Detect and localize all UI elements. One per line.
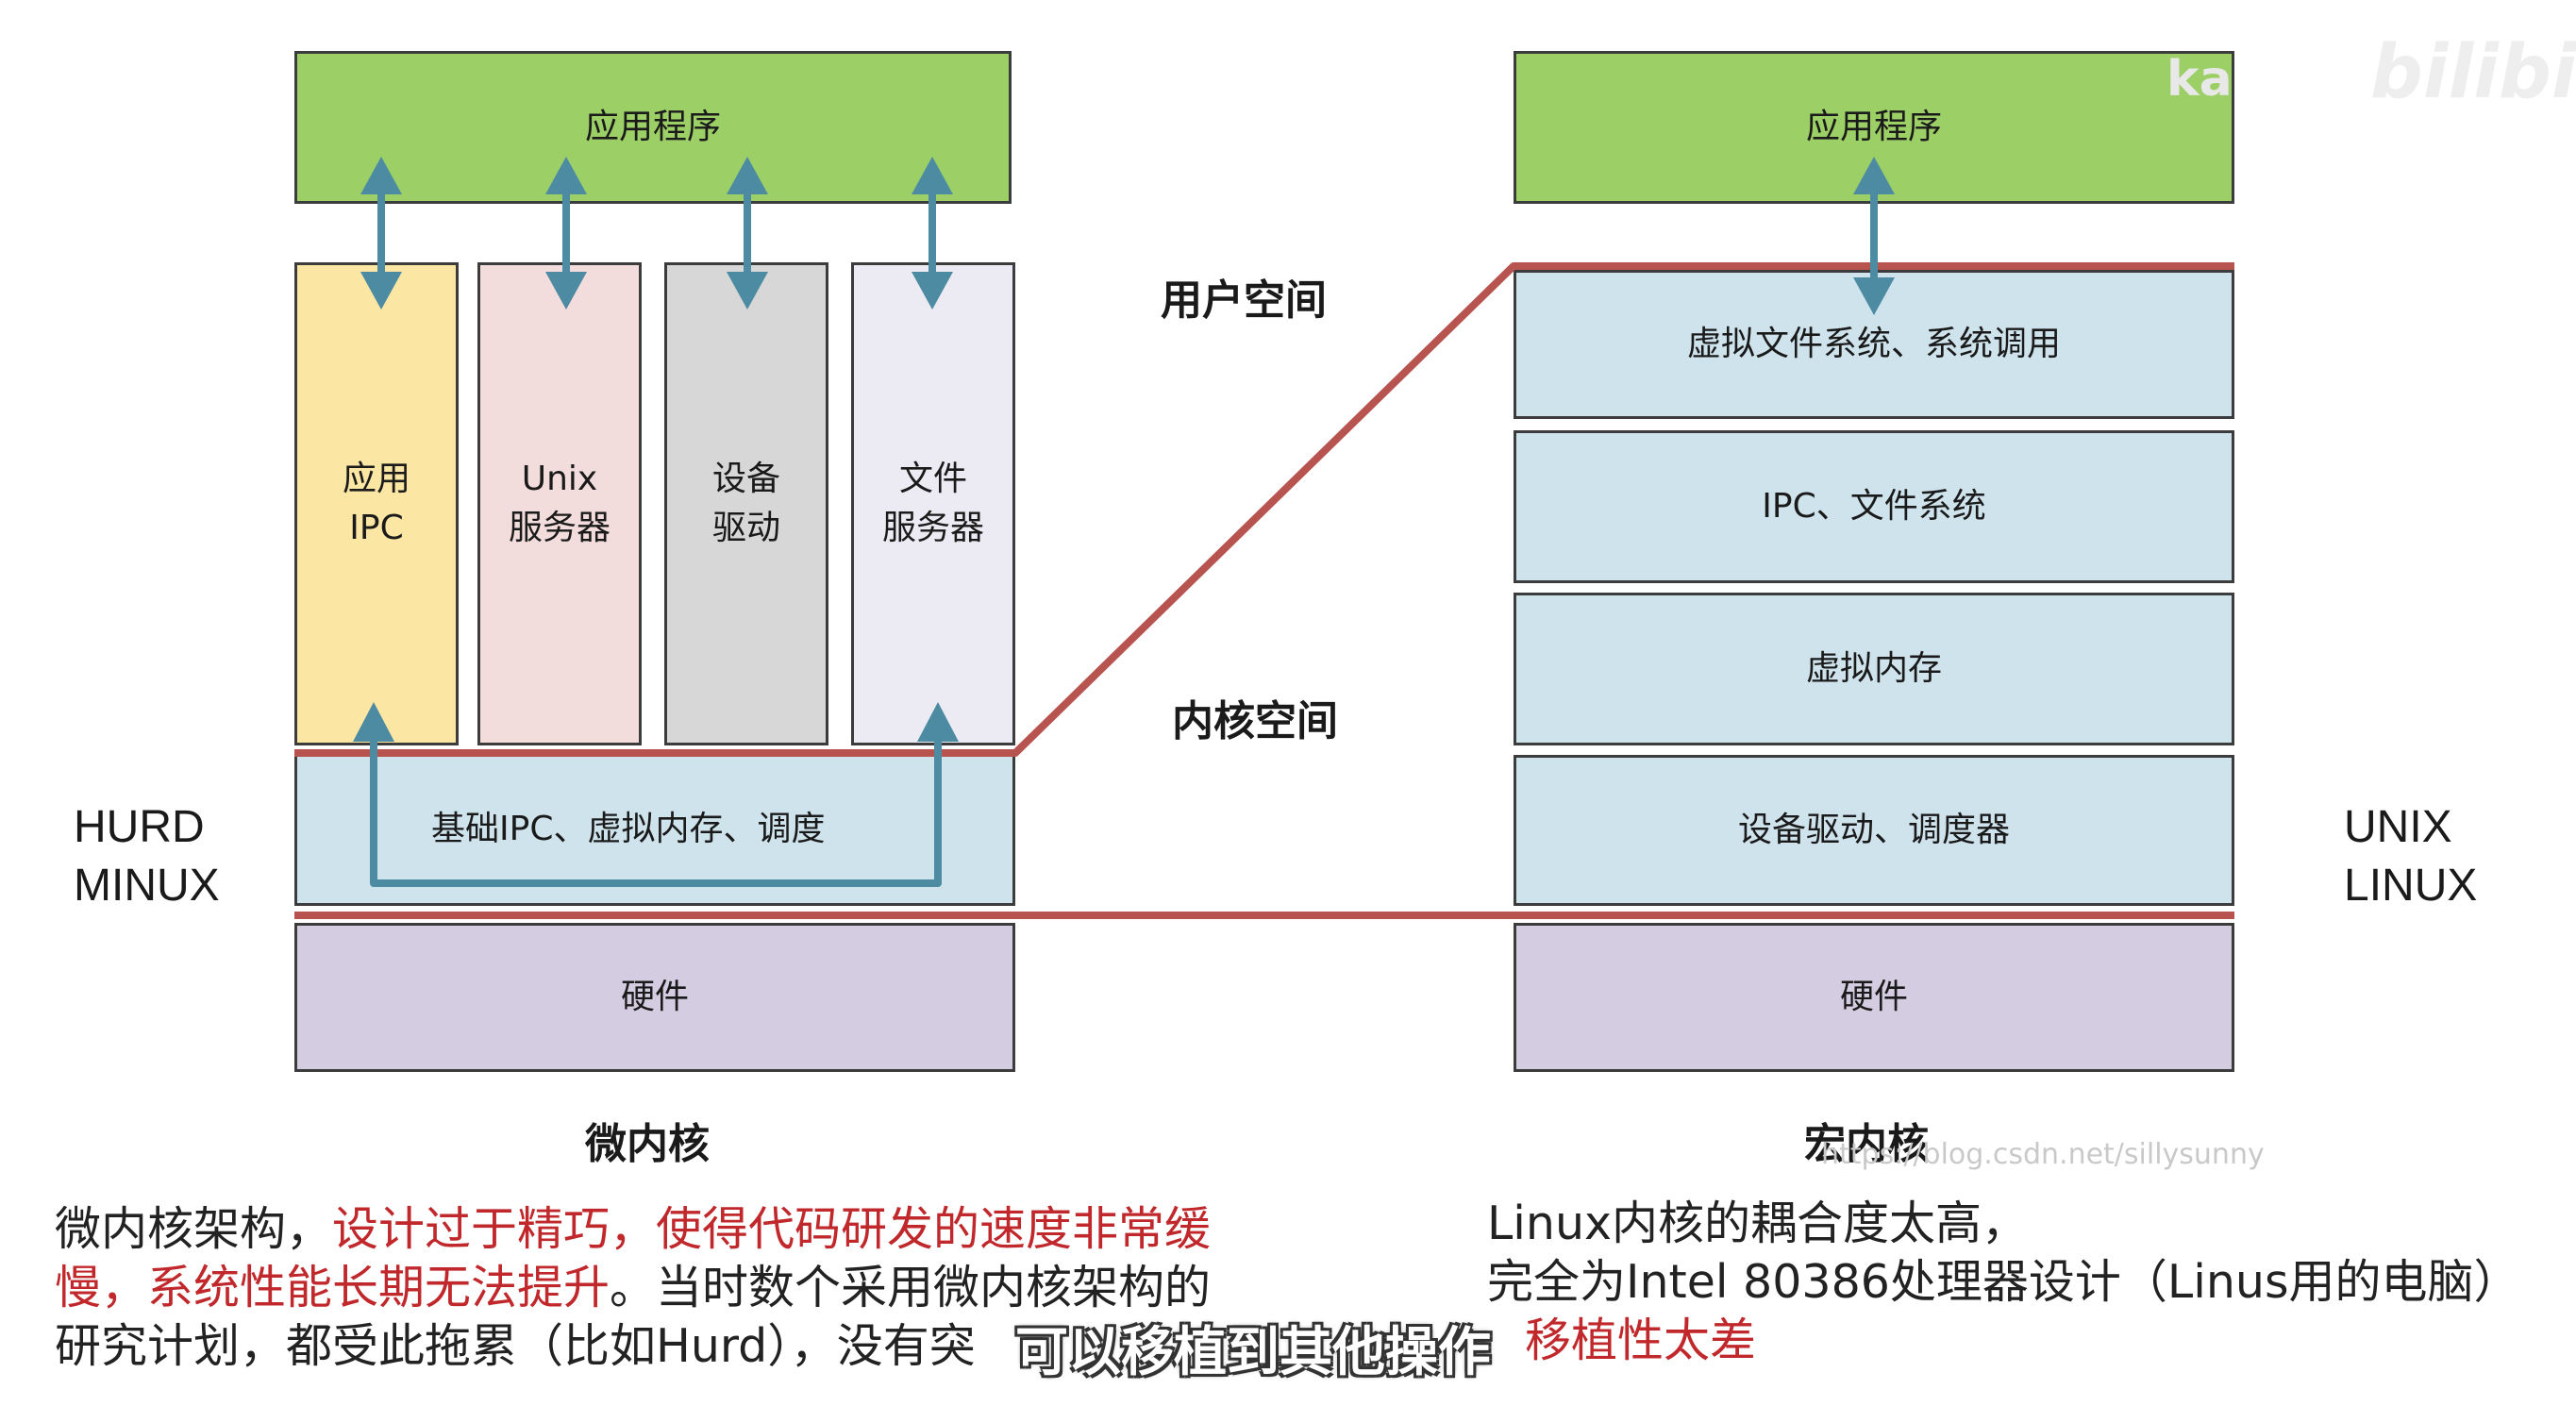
desc-highlight: 设计过于精巧，使得代码研发的速度非常缓 bbox=[332, 1202, 1212, 1256]
micro-kernel-label: 基础IPC、虚拟内存、调度 bbox=[431, 809, 826, 848]
layer-label: IPC、文件系统 bbox=[1762, 486, 1986, 526]
server-line: 服务器 bbox=[881, 509, 984, 547]
csdn-watermark: https://blog.csdn.net/sillysunny bbox=[1821, 1138, 2265, 1171]
user-space-label: 用户空间 bbox=[1161, 276, 1327, 325]
server-line: 服务器 bbox=[508, 509, 611, 547]
desc-part: 研究计划，都受此拖累（比如Hurd），没有突 bbox=[55, 1319, 976, 1373]
kernel-space-label: 内核空间 bbox=[1172, 697, 1338, 745]
macro-hardware-box: 硬件 bbox=[1514, 923, 2234, 1072]
micro-os-list: HURD MINUX bbox=[74, 798, 220, 915]
os-name: MINUX bbox=[74, 861, 220, 911]
macro-hardware-label: 硬件 bbox=[1839, 977, 1908, 1016]
os-name: LINUX bbox=[2344, 861, 2478, 911]
app-server-arrow bbox=[545, 157, 587, 310]
server-line: 驱动 bbox=[711, 509, 780, 547]
server-line: 文件 bbox=[898, 459, 967, 498]
corner-watermark: ka bbox=[2166, 51, 2233, 108]
server-line: 应用 bbox=[342, 459, 410, 498]
microkernel-description: 微内核架构，设计过于精巧，使得代码研发的速度非常缓 慢，系统性能长期无法提升。当… bbox=[55, 1200, 1347, 1376]
desc-line: Linux内核的耦合度太高， bbox=[1487, 1197, 2029, 1250]
micro-app-box: 应用程序 bbox=[294, 51, 1012, 204]
app-server-arrow bbox=[360, 157, 402, 310]
user-kernel-boundary-line bbox=[294, 262, 2234, 757]
macro-caption: 宏内核 bbox=[1804, 1120, 1929, 1168]
micro-server-file: 文件 服务器 bbox=[851, 262, 1015, 745]
app-syscall-arrow bbox=[1853, 157, 1895, 315]
micro-server-unix: Unix 服务器 bbox=[477, 262, 642, 745]
macro-layer-driver: 设备驱动、调度器 bbox=[1514, 755, 2234, 906]
macro-os-list: UNIX LINUX bbox=[2344, 798, 2477, 915]
desc-highlight: 慢，系统性能长期无法提升 bbox=[55, 1261, 611, 1314]
micro-hardware-box: 硬件 bbox=[294, 923, 1015, 1072]
macro-layer-ipc: IPC、文件系统 bbox=[1514, 430, 2234, 583]
os-name: UNIX bbox=[2344, 802, 2452, 852]
desc-part: 微内核架构， bbox=[55, 1202, 333, 1256]
server-line: Unix bbox=[521, 459, 598, 498]
layer-label: 虚拟文件系统、系统调用 bbox=[1686, 324, 2061, 363]
layer-label: 虚拟内存 bbox=[1805, 648, 1942, 688]
micro-caption: 微内核 bbox=[585, 1120, 710, 1168]
ipc-loop-arrow bbox=[353, 702, 959, 887]
video-subtitle: 可以移植到其他操作 bbox=[1015, 1322, 1491, 1383]
layer-label: 设备驱动、调度器 bbox=[1737, 810, 2010, 849]
micro-app-label: 应用程序 bbox=[584, 107, 721, 146]
macro-app-label: 应用程序 bbox=[1805, 107, 1942, 146]
app-server-arrow bbox=[727, 157, 768, 310]
micro-server-device-driver: 设备 驱动 bbox=[664, 262, 828, 745]
desc-line: 移植性太差 bbox=[1525, 1314, 1757, 1367]
macrokernel-description: Linux内核的耦合度太高， 完全为Intel 80386处理器设计（Linus… bbox=[1487, 1195, 2544, 1370]
app-server-arrow bbox=[912, 157, 953, 310]
bilibili-logo: bilibili bbox=[2370, 30, 2576, 115]
desc-part: 。当时数个采用微内核架构的 bbox=[610, 1261, 1212, 1314]
server-line: IPC bbox=[349, 509, 404, 547]
os-name: HURD bbox=[74, 802, 205, 852]
macro-app-box: 应用程序 bbox=[1514, 51, 2234, 204]
server-line: 设备 bbox=[711, 459, 780, 498]
micro-hardware-label: 硬件 bbox=[620, 977, 689, 1016]
desc-line: 完全为Intel 80386处理器设计（Linus用的电脑） bbox=[1487, 1255, 2520, 1309]
macro-layer-vm: 虚拟内存 bbox=[1514, 593, 2234, 745]
